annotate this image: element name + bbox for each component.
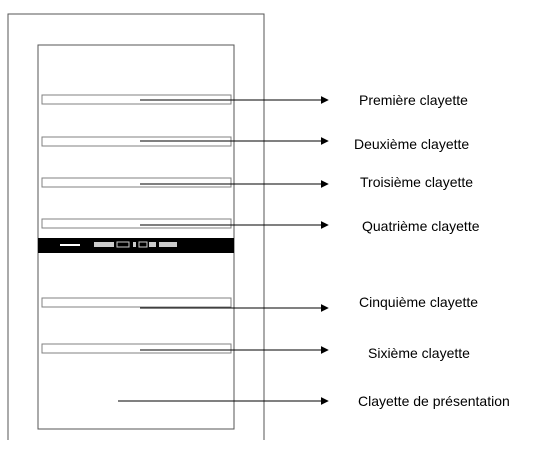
control-panel bbox=[38, 238, 234, 253]
label-display-shelf: Clayette de présentation bbox=[358, 393, 510, 409]
label-shelf-5: Cinquième clayette bbox=[359, 294, 479, 310]
label-shelf-1: Première clayette bbox=[359, 92, 468, 108]
shelf-3 bbox=[41, 177, 232, 188]
cabinet-outline bbox=[7, 13, 265, 440]
shelf-5 bbox=[41, 297, 232, 308]
shelf-6 bbox=[41, 343, 232, 354]
label-shelf-4: Quatrième clayette bbox=[362, 218, 480, 234]
label-shelf-3: Troisième clayette bbox=[360, 174, 474, 190]
shelf-4 bbox=[41, 218, 232, 229]
label-shelf-6: Sixième clayette bbox=[368, 345, 470, 361]
label-shelf-2: Deuxième clayette bbox=[354, 136, 470, 152]
inner-compartment bbox=[37, 44, 235, 430]
